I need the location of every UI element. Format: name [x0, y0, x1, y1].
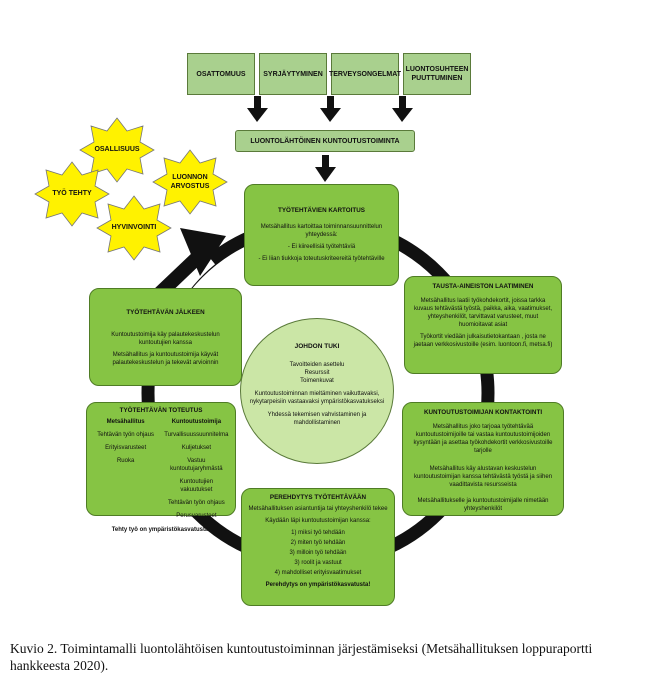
star-label-luonnon-arvostus: LUONNON ARVOSTUS [170, 174, 210, 190]
text: Perusvarusteet [176, 513, 217, 519]
star-luonnon-arvostus [152, 149, 228, 215]
text: Kuntoutustoiminnan mieltäminen vaikuttav… [249, 391, 385, 405]
star-label-tyo-tehty: TYÖ TEHTY [52, 190, 92, 197]
text: Ruoka [116, 458, 135, 464]
text: Tehty työ on ympäristökasvatusta! [111, 527, 211, 533]
step-kartoitus: TYÖTEHTÄVIEN KARTOITUS Metsähallitus kar… [244, 184, 399, 286]
step-kontaktointi: KUNTOUTUSTOIMIJAN KONTAKTOINTI Metsähall… [402, 402, 564, 516]
text: 3) milloin työ tehdään [289, 550, 347, 556]
text: Metsähallitus [106, 419, 145, 425]
step-toteutus-title: TYÖTEHTÄVÄN TOTEUTUS [119, 407, 203, 414]
step-perehdytys: PEREHDYTYS TYÖTEHTÄVÄÄN Metsähallituksen… [241, 488, 395, 606]
step-kartoitus-title: TYÖTEHTÄVIEN KARTOITUS [278, 207, 365, 214]
text: - Ei liian tiukkoja toteutuskriteereitä … [258, 256, 385, 262]
figure-caption: Kuvio 2. Toimintamalli luontolähtöisen k… [10, 641, 593, 673]
text: Kuntoutustoimija [171, 419, 222, 425]
text: Tavoitteiden asettelu [289, 362, 345, 368]
text: Metsähallitukselle ja kuntoutustoimijall… [417, 498, 549, 512]
circle-title: JOHDON TUKI [294, 343, 340, 350]
star-label-hyvinvointi: HYVINVOINTI [111, 224, 157, 231]
main-activity-box: LUONTOLÄHTÖINEN KUNTOUTUSTOIMINTA [235, 130, 415, 152]
text: Resurssit [304, 370, 330, 376]
text: 3) roolit ja vastuut [294, 560, 342, 566]
text: 4) mahdolliset erityisvaatimukset [274, 570, 362, 576]
text: Metsähallitus joko tarjoaa työtehtävää k… [413, 424, 553, 454]
step-tausta: TAUSTA-AINEISTON LAATIMINEN Metsähallitu… [404, 276, 562, 374]
step-jalkeen: TYÖTEHTÄVÄN JÄLKEEN Kuntoutustoimija käy… [89, 288, 242, 386]
text: Kuntoutustoimija käy palautekeskustelun … [111, 332, 220, 346]
text: Turvallisuussuunnitelma [164, 432, 229, 438]
text: Metsähallitus käy alustavan keskustelun … [413, 466, 553, 488]
star-tyo-tehty [34, 161, 110, 227]
step-perehdytys-title: PEREHDYTYS TYÖTEHTÄVÄÄN [269, 494, 367, 501]
text: Yhdessä tekemisen vahvistaminen ja mahdo… [267, 412, 367, 426]
text: Kuntoutujien vakuutukset [179, 479, 214, 493]
problem-box-3: TERVEYSONGELMAT [329, 53, 401, 95]
text: Tehtävän työn ohjaus [168, 500, 225, 506]
problem-box-2: SYRJÄYTYMINEN [259, 53, 327, 95]
text: 1) miksi työ tehdään [291, 530, 345, 536]
text: 2) miten työ tehdään [290, 540, 346, 546]
text: Kuljetukset [181, 445, 212, 451]
text: Käydään läpi kuntoutustoimijan kanssa: [265, 518, 371, 524]
text: Työkortit viedään julkaisutietokantaan ,… [413, 334, 553, 348]
text: Toimenkuvat [300, 378, 334, 384]
step-kontaktointi-title: KUNTOUTUSTOIMIJAN KONTAKTOINTI [423, 409, 543, 416]
text: Vastuu kuntoutujaryhmästä [170, 458, 223, 472]
text: Metsähallituksen asiantuntija tai yhteys… [248, 506, 388, 512]
problem-box-4: LUONTOSUHTEEN PUUTTUMINEN [403, 53, 471, 95]
text: Metsähallitus laatii työkohdekortit, joi… [413, 298, 553, 328]
text: Erityisvarusteet [105, 445, 147, 451]
text: Tehtävän työn ohjaus [97, 432, 154, 438]
step-toteutus: TYÖTEHTÄVÄN TOTEUTUS Metsähallitus Tehtä… [86, 402, 236, 533]
toteutus-left: Metsähallitus Tehtävän työn ohjaus Erity… [93, 418, 158, 525]
toteutus-right: Kuntoutustoimija Turvallisuussuunnitelma… [164, 418, 229, 525]
step-tausta-title: TAUSTA-AINEISTON LAATIMINEN [432, 283, 534, 290]
text: Metsähallitus kartoittaa toiminnansuunni… [260, 224, 383, 238]
problem-box-1: OSATTOMUUS [187, 53, 255, 95]
text: Metsähallitus ja kuntoutustoimija käyvät… [112, 352, 219, 366]
star-hyvinvointi [96, 195, 172, 261]
text: - Ei kiireellisiä työtehtäviä [287, 244, 356, 250]
star-label-osallisuus: OSALLISUUS [94, 146, 140, 153]
text: Perehdytys on ympäristökasvatusta! [265, 582, 371, 588]
step-jalkeen-title: TYÖTEHTÄVÄN JÄLKEEN [126, 309, 205, 316]
toteutus-columns: Metsähallitus Tehtävän työn ohjaus Erity… [93, 418, 229, 525]
cycle-arrowhead [180, 228, 226, 276]
down-arrows [247, 96, 413, 182]
star-osallisuus [79, 117, 155, 183]
management-support-circle: JOHDON TUKI Tavoitteiden asettelu Resurs… [240, 318, 394, 464]
